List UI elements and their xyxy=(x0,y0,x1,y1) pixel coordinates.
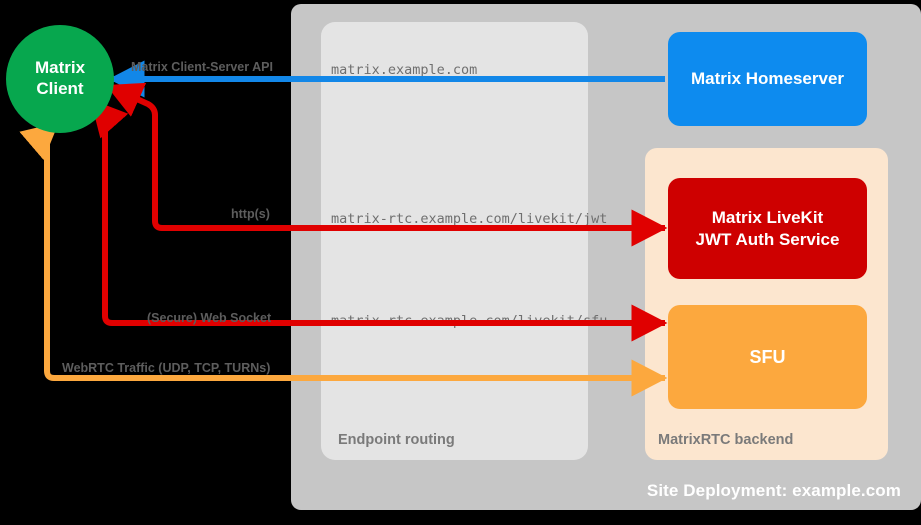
service-sfu[interactable]: SFU xyxy=(668,305,867,409)
connector-label-websocket: (Secure) Web Socket xyxy=(147,311,272,325)
connector-label-matrix-client-server-api: Matrix Client-Server API xyxy=(131,60,273,74)
service-matrix-homeserver-label: Matrix Homeserver xyxy=(690,69,845,89)
endpoint-host-livekit-jwt: matrix-rtc.example.com/livekit/jwt xyxy=(331,211,608,227)
endpoint-routing-label: Endpoint routing xyxy=(338,432,455,448)
endpoint-routing-container: Endpoint routing xyxy=(321,22,588,460)
matrix-client-label-line1: Matrix xyxy=(34,58,86,78)
endpoint-host-matrix: matrix.example.com xyxy=(331,62,478,78)
service-sfu-label: SFU xyxy=(749,346,786,367)
site-deployment-label: Site Deployment: example.com xyxy=(646,481,901,500)
matrix-client-label: Matrix Client xyxy=(35,58,85,99)
connector-label-webrtc: WebRTC Traffic (UDP, TCP, TURNs) xyxy=(62,361,271,375)
service-jwt-auth-label-line1: Matrix LiveKit xyxy=(711,208,824,228)
matrix-client-label-line2: Client xyxy=(36,79,84,98)
matrix-client-node[interactable]: Matrix Client xyxy=(6,25,114,133)
connector-label-https: http(s) xyxy=(231,207,270,221)
connector-webrtc-to-client xyxy=(19,121,300,381)
connector-https-to-client xyxy=(105,82,285,231)
service-matrix-homeserver[interactable]: Matrix Homeserver xyxy=(668,32,867,126)
matrixrtc-backend-label: MatrixRTC backend xyxy=(658,432,794,448)
service-jwt-auth[interactable]: Matrix LiveKit JWT Auth Service xyxy=(668,178,867,279)
service-jwt-auth-label: Matrix LiveKit JWT Auth Service xyxy=(696,207,840,250)
service-jwt-auth-label-line2: JWT Auth Service xyxy=(695,229,840,249)
